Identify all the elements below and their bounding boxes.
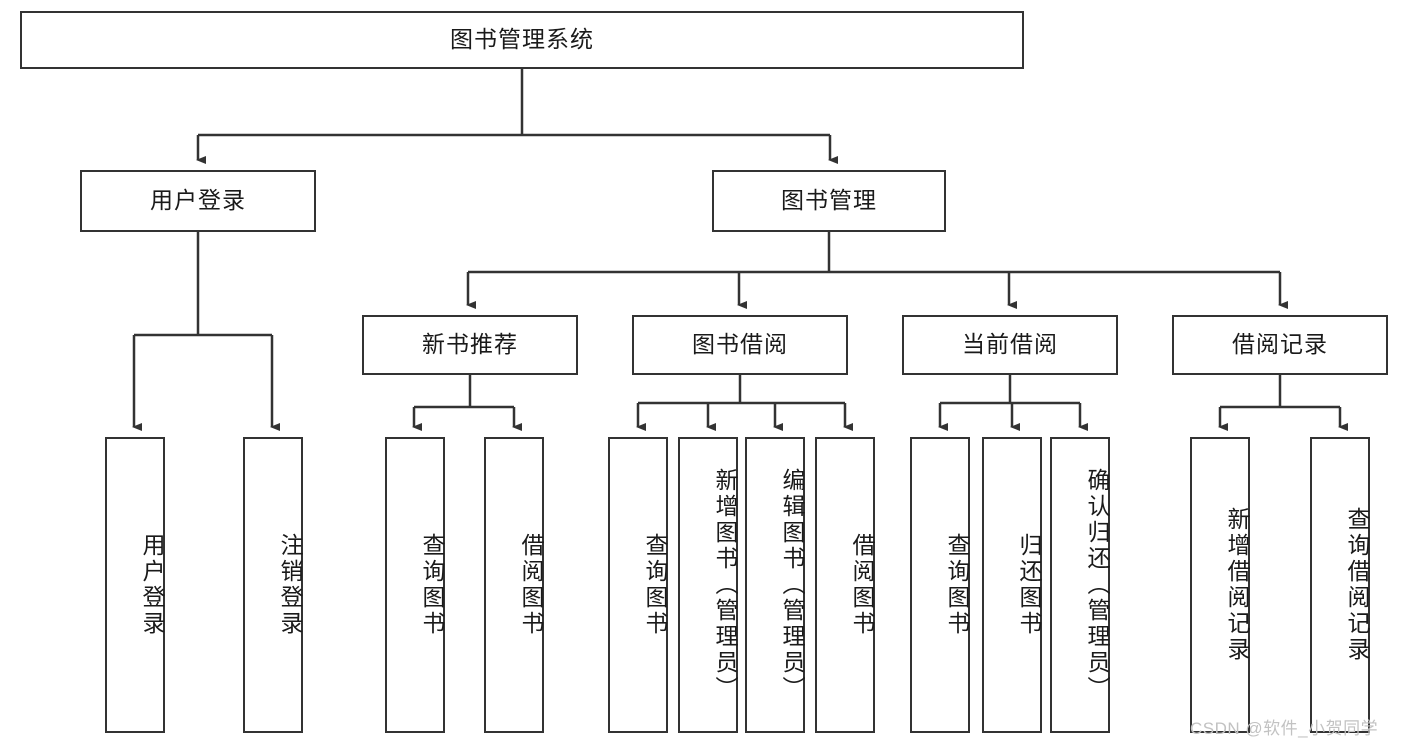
node-current-borrow[interactable]: 当前借阅 [902,315,1118,375]
node-book-borrow[interactable]: 图书借阅 [632,315,848,375]
node-new-book-recommend-label: 新书推荐 [422,331,518,358]
node-user-logout-action-label: 注销登录 [277,533,303,637]
node-borrow-record[interactable]: 借阅记录 [1172,315,1388,375]
node-borrow-record-label: 借阅记录 [1232,331,1328,358]
node-add-borrow-record-label: 新增借阅记录 [1224,507,1250,663]
node-user-logout-action[interactable]: 注销登录 [243,437,303,733]
node-user-login[interactable]: 用户登录 [80,170,316,232]
node-edit-book-admin-label: 编辑图书（管理员） [779,468,805,702]
node-query-book-2[interactable]: 查询图书 [608,437,668,733]
node-add-book-admin-label: 新增图书（管理员） [712,468,738,702]
watermark: CSDN @软件_小贺同学 [1190,719,1379,738]
node-book-borrow-label: 图书借阅 [692,331,788,358]
node-user-login-action[interactable]: 用户登录 [105,437,165,733]
node-current-borrow-label: 当前借阅 [962,331,1058,358]
node-root[interactable]: 图书管理系统 [20,11,1024,69]
node-new-book-recommend[interactable]: 新书推荐 [362,315,578,375]
node-add-book-admin[interactable]: 新增图书（管理员） [678,437,738,733]
node-query-book-1[interactable]: 查询图书 [385,437,445,733]
node-return-book-label: 归还图书 [1016,533,1042,637]
node-query-book-1-label: 查询图书 [419,533,445,637]
node-edit-book-admin[interactable]: 编辑图书（管理员） [745,437,805,733]
node-query-book-3[interactable]: 查询图书 [910,437,970,733]
node-user-login-action-label: 用户登录 [139,533,165,637]
node-book-manage[interactable]: 图书管理 [712,170,946,232]
node-borrow-book-2[interactable]: 借阅图书 [815,437,875,733]
node-borrow-book-1[interactable]: 借阅图书 [484,437,544,733]
node-confirm-return-admin[interactable]: 确认归还（管理员） [1050,437,1110,733]
node-root-label: 图书管理系统 [450,26,594,53]
node-book-manage-label: 图书管理 [781,187,877,214]
node-add-borrow-record[interactable]: 新增借阅记录 [1190,437,1250,733]
node-return-book[interactable]: 归还图书 [982,437,1042,733]
node-confirm-return-admin-label: 确认归还（管理员） [1084,468,1110,702]
node-user-login-label: 用户登录 [150,187,246,214]
node-borrow-book-1-label: 借阅图书 [518,533,544,637]
node-borrow-book-2-label: 借阅图书 [849,533,875,637]
node-query-borrow-record-label: 查询借阅记录 [1344,507,1370,663]
node-query-book-2-label: 查询图书 [642,533,668,637]
node-query-book-3-label: 查询图书 [944,533,970,637]
node-query-borrow-record[interactable]: 查询借阅记录 [1310,437,1370,733]
